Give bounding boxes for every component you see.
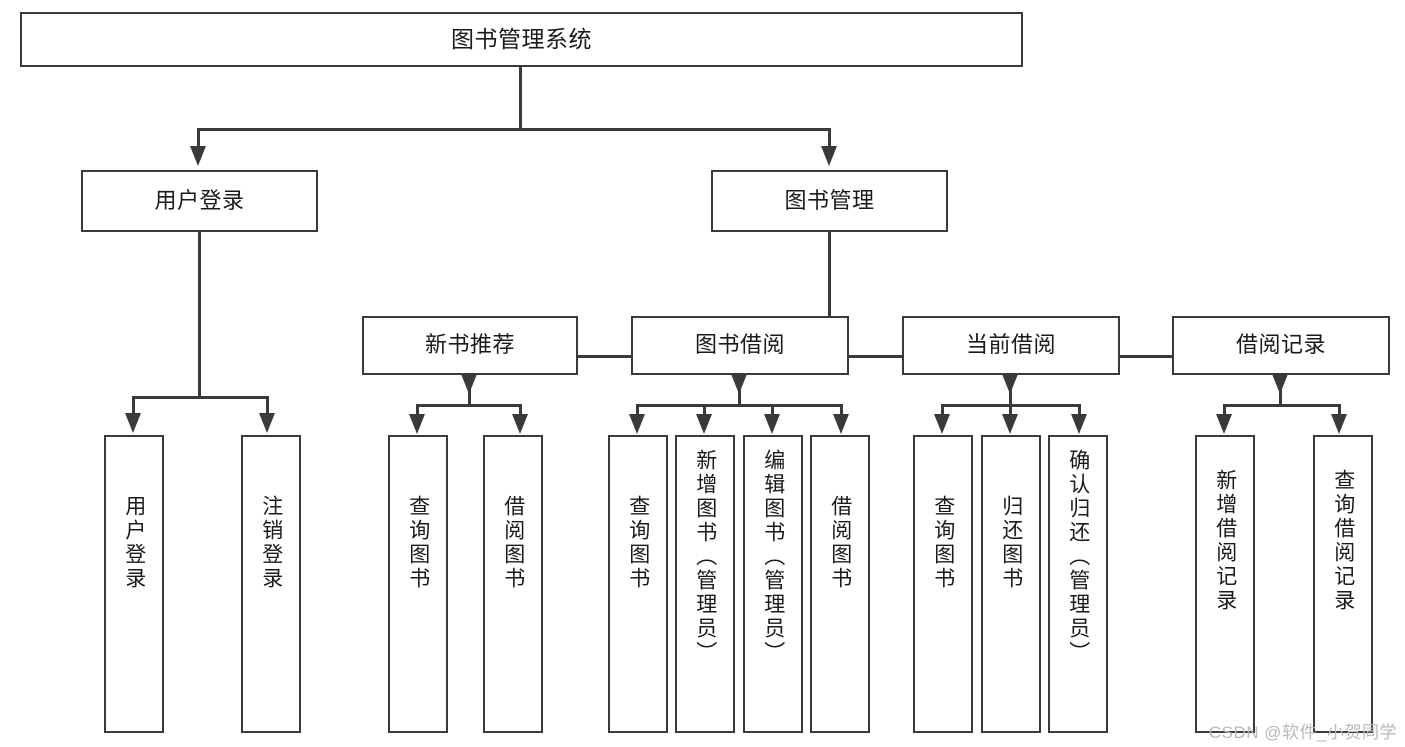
connector-borrow-record-drop-1: [1223, 404, 1226, 416]
node-book-borrow[interactable]: 图书借阅: [631, 316, 849, 375]
arrow-to-leaf-borrow-book-2: [833, 414, 849, 434]
connector-root-drop-left: [197, 128, 200, 148]
node-user-login[interactable]: 用户登录: [81, 170, 318, 232]
connector-user-login-drop-2: [266, 396, 269, 415]
node-leaf-add-book-label: 新增图书（管理员）: [693, 449, 717, 665]
connector-book-manage-bar: [468, 355, 1282, 358]
node-leaf-edit-book[interactable]: 编辑图书（管理员）: [743, 435, 803, 733]
connector-borrow-record-drop-2: [1338, 404, 1341, 416]
arrow-to-leaf-borrow-book-1: [512, 414, 528, 434]
node-leaf-logout[interactable]: 注销登录: [241, 435, 301, 733]
connector-root-drop-right: [828, 128, 831, 148]
node-leaf-query-book-2-label: 查询图书: [626, 495, 650, 591]
node-leaf-return-book-label: 归还图书: [999, 495, 1023, 591]
node-leaf-query-book-2[interactable]: 查询图书: [608, 435, 668, 733]
connector-book-borrow-drop-3: [771, 404, 774, 416]
connector-book-borrow-stem: [738, 375, 741, 406]
connector-new-book-rec-bar: [416, 404, 522, 407]
node-leaf-query-record[interactable]: 查询借阅记录: [1313, 435, 1373, 733]
watermark: CSDN @软件_小贺同学: [1208, 723, 1397, 742]
arrow-to-user-login: [190, 146, 206, 166]
connector-borrow-record-bar: [1223, 404, 1341, 407]
arrow-to-leaf-return-book: [1002, 414, 1018, 434]
arrow-to-leaf-query-book-3: [934, 414, 950, 434]
node-leaf-return-book[interactable]: 归还图书: [981, 435, 1041, 733]
node-leaf-query-record-label: 查询借阅记录: [1331, 469, 1355, 613]
connector-borrow-record-stem: [1279, 375, 1282, 406]
arrow-to-leaf-add-book: [696, 414, 712, 434]
node-leaf-user-login[interactable]: 用户登录: [104, 435, 164, 733]
node-leaf-borrow-book-2[interactable]: 借阅图书: [810, 435, 870, 733]
node-leaf-borrow-book-1-label: 借阅图书: [501, 495, 525, 591]
node-current-borrow-label: 当前借阅: [965, 332, 1056, 358]
connector-user-login-stem: [198, 232, 201, 398]
node-leaf-add-record[interactable]: 新增借阅记录: [1195, 435, 1255, 733]
connector-current-borrow-drop-3: [1078, 404, 1081, 416]
node-leaf-query-book-1-label: 查询图书: [406, 495, 430, 591]
arrow-to-leaf-query-book-1: [409, 414, 425, 434]
node-borrow-record-label: 借阅记录: [1235, 332, 1326, 358]
connector-new-book-rec-drop-1: [416, 404, 419, 416]
connector-book-borrow-bar: [636, 404, 843, 407]
arrow-to-leaf-add-record: [1216, 414, 1232, 434]
node-leaf-confirm-return[interactable]: 确认归还（管理员）: [1048, 435, 1108, 733]
node-root-label: 图书管理系统: [451, 25, 592, 52]
node-leaf-add-book[interactable]: 新增图书（管理员）: [675, 435, 735, 733]
node-new-book-rec[interactable]: 新书推荐: [362, 316, 578, 375]
node-leaf-confirm-return-label: 确认归还（管理员）: [1066, 449, 1090, 665]
node-root[interactable]: 图书管理系统: [20, 12, 1023, 67]
connector-current-borrow-drop-2: [1009, 404, 1012, 416]
node-leaf-query-book-1[interactable]: 查询图书: [388, 435, 448, 733]
connector-book-borrow-drop-2: [703, 404, 706, 416]
connector-user-login-drop-1: [132, 396, 135, 415]
connector-current-borrow-stem: [1009, 375, 1012, 406]
node-leaf-add-record-label: 新增借阅记录: [1213, 469, 1237, 613]
arrow-to-leaf-logout: [259, 413, 275, 433]
arrow-to-leaf-edit-book: [764, 414, 780, 434]
node-new-book-rec-label: 新书推荐: [424, 332, 515, 358]
node-user-login-label: 用户登录: [154, 187, 245, 213]
node-leaf-borrow-book-1[interactable]: 借阅图书: [483, 435, 543, 733]
node-leaf-query-book-3[interactable]: 查询图书: [913, 435, 973, 733]
arrow-to-book-manage: [821, 146, 837, 166]
node-leaf-borrow-book-2-label: 借阅图书: [828, 495, 852, 591]
arrow-to-leaf-user-login: [125, 413, 141, 433]
node-leaf-user-login-label: 用户登录: [122, 495, 146, 591]
node-borrow-record[interactable]: 借阅记录: [1172, 316, 1390, 375]
connector-book-manage-stem: [828, 232, 831, 357]
node-book-borrow-label: 图书借阅: [694, 332, 785, 358]
connector-root-bar: [197, 128, 831, 131]
node-leaf-edit-book-label: 编辑图书（管理员）: [761, 449, 785, 665]
node-leaf-query-book-3-label: 查询图书: [931, 495, 955, 591]
node-book-manage[interactable]: 图书管理: [711, 170, 948, 232]
connector-user-login-bar: [132, 396, 269, 399]
arrow-to-leaf-query-book-2: [629, 414, 645, 434]
connector-root-stem: [519, 67, 522, 130]
node-book-manage-label: 图书管理: [784, 187, 875, 213]
connector-new-book-rec-drop-2: [519, 404, 522, 416]
connector-book-borrow-drop-4: [840, 404, 843, 416]
node-current-borrow[interactable]: 当前借阅: [902, 316, 1120, 375]
node-leaf-logout-label: 注销登录: [259, 495, 283, 591]
connector-current-borrow-drop-1: [941, 404, 944, 416]
connector-book-borrow-drop-1: [636, 404, 639, 416]
arrow-to-leaf-query-record: [1331, 414, 1347, 434]
arrow-to-leaf-confirm-return: [1071, 414, 1087, 434]
connector-new-book-rec-stem: [468, 375, 471, 406]
